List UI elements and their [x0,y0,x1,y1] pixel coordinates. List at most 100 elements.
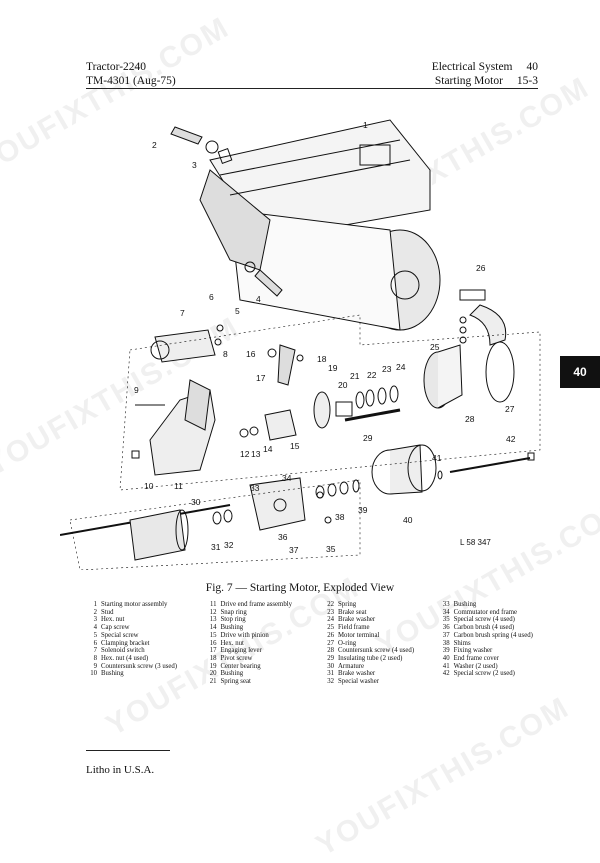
legend-number: 10 [90,670,97,678]
legend-number: 25 [327,624,335,632]
legend-number: 36 [442,624,450,632]
legend-text: Hex. nut [220,639,244,647]
shims-drawing [315,479,360,499]
legend-text: Clamping bracket [101,639,150,647]
legend-number: 19 [209,662,217,670]
callout-number: 1 [363,120,368,130]
legend-number: 22 [327,601,335,608]
callout-number: 23 [382,364,392,374]
stud-drawing [170,126,233,164]
callout-number: 20 [338,380,348,390]
figure-reference: L 58 347 [460,538,491,547]
callout-number: 3 [192,160,197,170]
legend-number: 41 [442,662,450,670]
legend-number: 40 [442,654,450,662]
legend-text: Pivot screw [220,654,253,662]
legend-text: Brake washer [338,670,376,678]
callout-number: 28 [465,414,475,424]
legend-text: Bushing [220,670,244,678]
legend-text: Spring [338,601,357,608]
legend-number: 30 [327,662,335,670]
legend-number: 38 [442,639,450,647]
legend-text: Drive end frame assembly [220,601,293,608]
header-right: Electrical System 40 Starting Motor 15-3 [432,60,538,88]
armature-drawing [60,504,233,561]
callout-number: 38 [335,512,345,522]
legend-text: Special washer [338,678,379,686]
legend-number: 18 [209,654,217,662]
legend-number: 15 [209,631,217,639]
footer-rule [86,750,170,751]
legend-text: Commutator end frame [453,608,518,616]
special-screw-drawing [437,452,535,480]
callout-number: 29 [363,433,373,443]
callout-number: 12 [240,449,250,459]
callout-number: 31 [211,542,221,552]
manual-title: Tractor-2240 [86,61,147,73]
figure-caption: Fig. 7 — Starting Motor, Exploded View [205,582,395,594]
callout-number: 5 [235,306,240,316]
legend-number: 28 [327,647,335,655]
legend-number: 20 [209,670,217,678]
starting-motor-assembly-drawing [199,119,441,331]
legend-number: 13 [209,616,217,624]
footer-text: Litho in U.S.A. [86,764,155,776]
legend-number: 6 [93,639,97,647]
legend-text: Armature [338,662,365,670]
legend-number: 7 [93,647,97,655]
callout-number: 19 [328,363,338,373]
legend-text: Center bearing [220,662,261,670]
legend-number: 14 [209,624,217,632]
legend-text: Countersunk screw (3 used) [101,662,178,670]
legend-text: Hex. nut [101,616,125,624]
callout-number: 27 [505,404,515,414]
legend-number: 16 [209,639,217,647]
subsection-title: Starting Motor [434,75,503,87]
legend-text: Snap ring [220,608,247,616]
callout-number: 21 [350,371,360,381]
callout-number: 22 [367,370,377,380]
legend-text: Field frame [338,624,370,632]
legend-text: Insulating tube (2 used) [338,654,403,662]
callout-number: 2 [152,140,157,150]
legend-text: Carbon brush (4 used) [453,624,515,632]
legend-text: Countersunk screw (4 used) [338,647,415,655]
legend-text: Fixing washer [453,647,493,655]
legend-number: 31 [327,670,335,678]
callout-number: 16 [246,349,256,359]
callout-number: 18 [317,354,327,364]
drive-pinion-drawing [239,409,297,441]
legend-number: 33 [442,601,450,608]
legend-number: 24 [327,616,335,624]
callout-number: 34 [282,473,292,483]
callout-number: 13 [251,449,261,459]
callout-number: 42 [506,434,516,444]
callout-number: 26 [476,263,486,273]
motor-terminal-drawing [459,289,507,346]
legend-number: 12 [209,608,217,616]
legend-text: Bushing [453,601,477,608]
